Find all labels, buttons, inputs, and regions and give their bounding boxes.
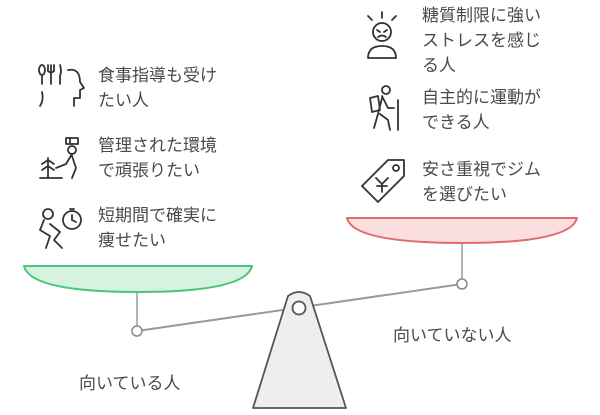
price-tag-icon <box>361 159 405 203</box>
right-joint <box>456 278 468 290</box>
right-pan <box>346 217 578 244</box>
left-item-2: 管理された環境 で頑張りたい <box>98 134 217 184</box>
scale-fulcrum <box>252 291 347 409</box>
right-item-2-text: 自主的に運動が できる人 <box>422 88 541 133</box>
left-pan <box>23 265 253 293</box>
running-stopwatch-icon <box>39 208 82 249</box>
hiker-icon <box>369 85 399 131</box>
left-item-3: 短期間で確実に 痩せたい <box>98 204 217 254</box>
right-item-3-text: 安さ重視でジム を選びたい <box>422 160 541 205</box>
left-item-1: 食事指導も受け たい人 <box>98 64 217 114</box>
left-item-3-text: 短期間で確実に 痩せたい <box>98 206 217 251</box>
right-caption: 向いていない人 <box>393 326 512 346</box>
right-item-2: 自主的に運動が できる人 <box>422 86 541 136</box>
left-item-2-text: 管理された環境 で頑張りたい <box>98 136 217 181</box>
left-item-1-text: 食事指導も受け たい人 <box>98 66 217 111</box>
left-joint <box>131 325 143 337</box>
stressed-person-icon <box>367 11 397 59</box>
trainer-icon <box>39 137 79 179</box>
right-item-1: 糖質制限に強い ストレスを感じ る人 <box>422 4 541 79</box>
utensils-head-icon <box>38 64 85 107</box>
right-item-1-text: 糖質制限に強い ストレスを感じ る人 <box>422 6 541 76</box>
fulcrum-pivot <box>291 300 307 316</box>
right-item-3: 安さ重視でジム を選びたい <box>422 158 541 208</box>
left-caption: 向いている人 <box>79 374 181 394</box>
